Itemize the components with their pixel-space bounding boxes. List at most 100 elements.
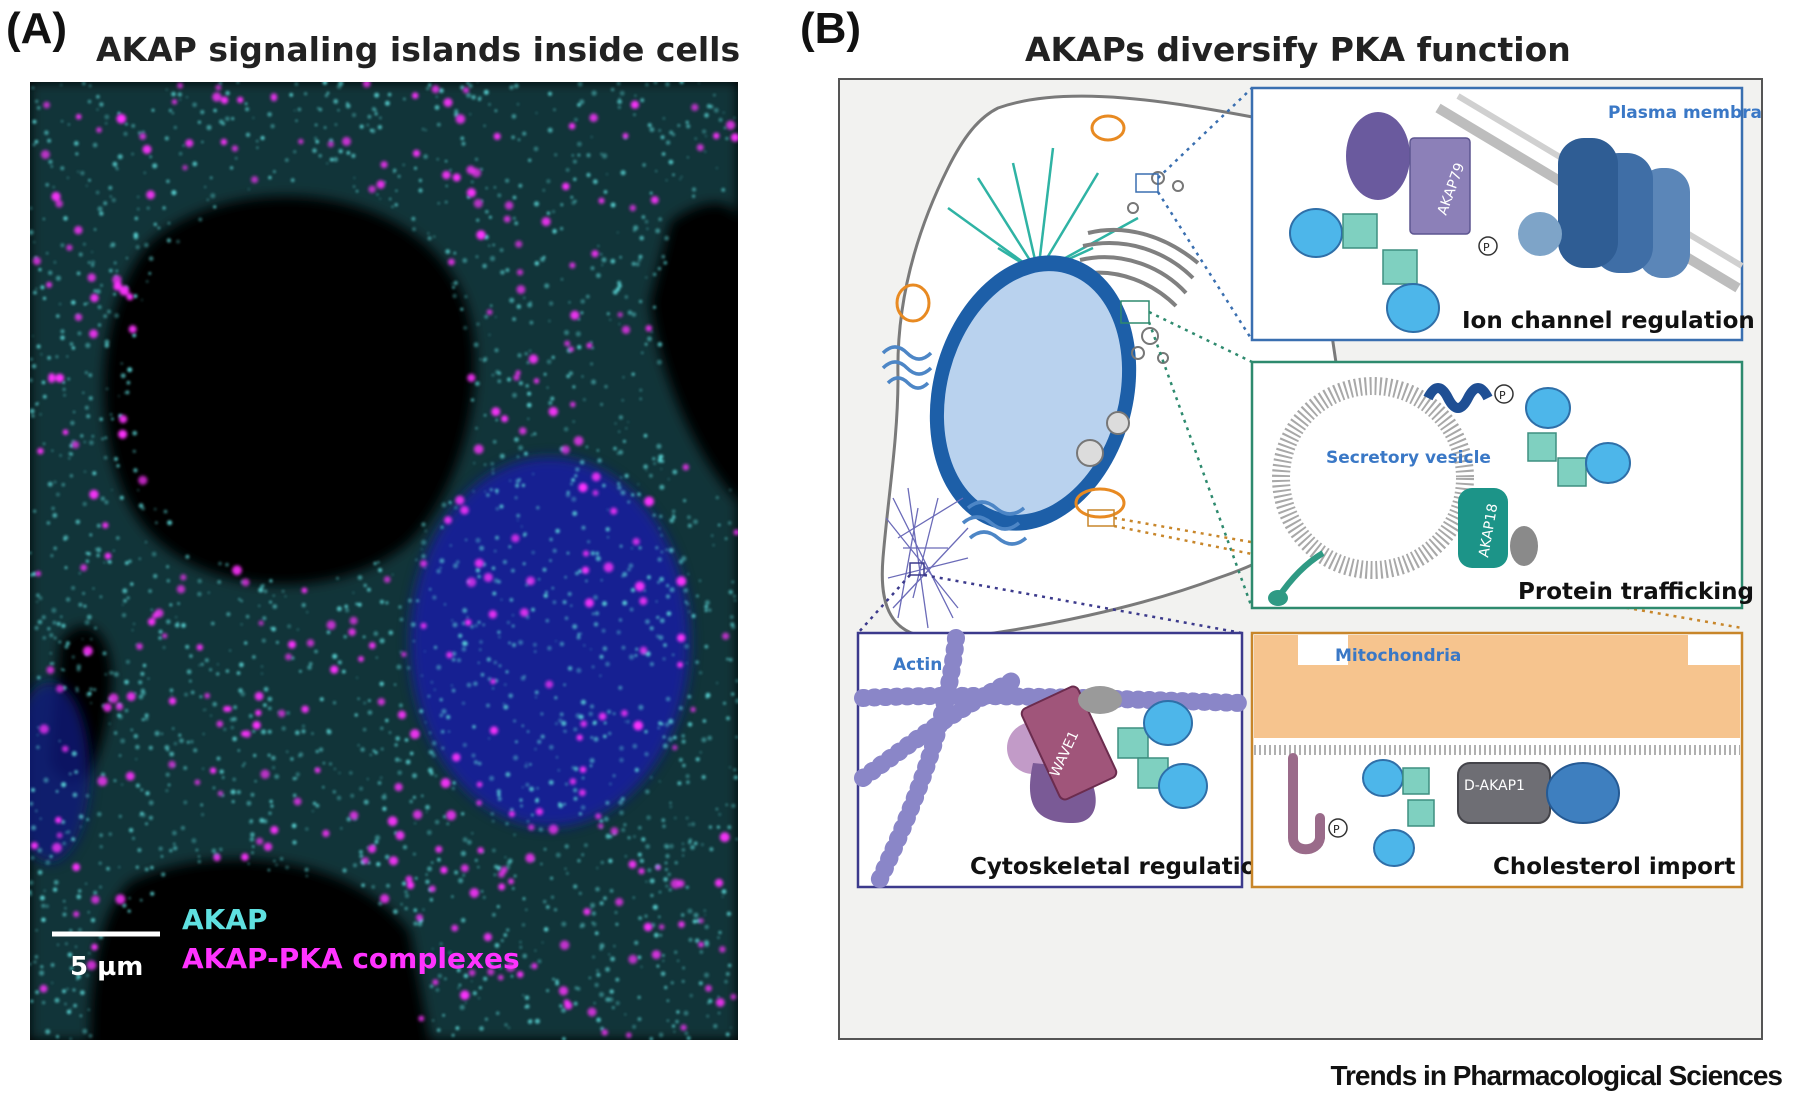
akap-dot xyxy=(85,551,89,555)
akap-dot xyxy=(525,762,528,764)
akap-dot xyxy=(216,756,221,761)
akap-pka-complex-dot xyxy=(368,642,376,649)
akap-dot xyxy=(545,590,548,594)
akap-dot xyxy=(318,154,322,158)
akap-dot xyxy=(668,547,674,553)
akap-dot xyxy=(132,449,136,453)
akap-dot xyxy=(452,286,455,289)
akap-dot xyxy=(496,789,501,794)
akap-dot xyxy=(641,351,644,354)
akap-dot xyxy=(64,907,67,910)
akap-dot xyxy=(366,123,369,127)
akap-dot xyxy=(674,861,678,865)
inset-cytoskeletal: Actin WAVE1 Cytoskeletal regulation xyxy=(854,629,1273,892)
akap-dot xyxy=(639,858,644,863)
akap-dot xyxy=(489,488,493,492)
akap-pka-complex-dot xyxy=(86,960,97,970)
akap-dot xyxy=(116,464,120,468)
akap-dot xyxy=(104,343,110,348)
akap-dot xyxy=(722,111,725,114)
akap-dot xyxy=(236,82,240,84)
akap-dot xyxy=(232,777,236,782)
akap-dot xyxy=(509,297,515,303)
akap-dot xyxy=(649,626,654,631)
akap-dot xyxy=(733,116,736,119)
mitochondrial-matrix xyxy=(1254,635,1740,738)
akap-dot xyxy=(404,893,410,899)
akap-dot xyxy=(476,218,480,222)
akap-dot xyxy=(626,720,630,724)
akap-pka-complex-dot xyxy=(405,875,413,883)
akap-dot xyxy=(60,668,64,671)
akap-dot xyxy=(514,83,519,89)
akap-dot xyxy=(409,751,414,756)
akap-dot xyxy=(387,92,392,97)
akap-dot xyxy=(261,638,266,643)
akap-pka-complex-dot xyxy=(488,610,497,619)
akap-dot xyxy=(35,287,38,290)
akap-dot xyxy=(124,561,129,565)
akap-dot xyxy=(435,988,440,992)
akap-dot xyxy=(672,173,675,176)
akap-dot xyxy=(154,730,160,737)
akap-dot xyxy=(596,1017,601,1023)
akap-dot xyxy=(437,857,441,862)
panel-b-letter: (B) xyxy=(800,4,862,53)
akap-pka-complex-dot xyxy=(204,693,210,699)
akap-dot xyxy=(415,558,418,561)
akap-dot xyxy=(465,538,468,541)
akap-dot xyxy=(190,740,194,744)
akap-pka-complex-dot xyxy=(168,697,177,705)
akap-dot xyxy=(340,827,343,830)
akap-dot xyxy=(429,588,432,591)
akap-dot xyxy=(461,647,467,652)
akap-dot xyxy=(590,362,593,366)
akap-dot xyxy=(687,573,690,575)
akap-dot xyxy=(393,909,398,915)
akap-dot xyxy=(246,800,252,806)
akap-dot xyxy=(603,190,608,194)
akap-dot xyxy=(671,1024,676,1028)
akap-dot xyxy=(258,587,264,593)
akap-dot xyxy=(560,203,564,207)
akap-dot xyxy=(45,860,51,865)
akap-dot xyxy=(471,95,476,100)
akap-dot xyxy=(506,621,510,624)
akap-pka-complex-dot xyxy=(677,633,686,643)
akap-dot xyxy=(298,752,304,757)
akap-dot xyxy=(326,630,331,634)
akap-dot xyxy=(41,380,46,385)
akap-dot xyxy=(322,762,325,765)
akap-dot xyxy=(439,698,443,702)
akap-dot xyxy=(178,733,182,737)
panel-a-title: AKAP signaling islands inside cells xyxy=(96,30,741,69)
akap-dot xyxy=(58,302,62,306)
akap-pka-complex-dot xyxy=(446,651,453,659)
akap-dot xyxy=(498,965,503,970)
akap-pka-complex-dot xyxy=(570,310,580,320)
akap-dot xyxy=(649,662,654,667)
akap-dot xyxy=(679,758,683,762)
akap-dot xyxy=(467,839,472,845)
akap-pka-complex-dot xyxy=(486,309,493,315)
akap-dot xyxy=(573,1001,578,1006)
akap-pka-complex-dot xyxy=(136,643,143,650)
akap-dot xyxy=(644,730,648,734)
akap-dot xyxy=(575,331,581,337)
akap-dot xyxy=(295,119,298,122)
akap-pka-complex-dot xyxy=(326,620,336,630)
akap-dot xyxy=(669,587,675,593)
akap-dot xyxy=(712,544,715,547)
akap-pka-complex-dot xyxy=(508,878,514,885)
akap-dot xyxy=(118,754,122,757)
akap-dot xyxy=(659,618,665,624)
akap-dot xyxy=(315,803,320,808)
akap-pka-complex-dot xyxy=(113,282,121,291)
akap-dot xyxy=(315,749,319,754)
akap-dot xyxy=(704,941,710,948)
akap-dot xyxy=(544,283,550,289)
akap-dot xyxy=(302,724,305,728)
akap-dot xyxy=(642,163,646,167)
akap-dot xyxy=(402,163,405,167)
akap-dot xyxy=(637,492,641,497)
